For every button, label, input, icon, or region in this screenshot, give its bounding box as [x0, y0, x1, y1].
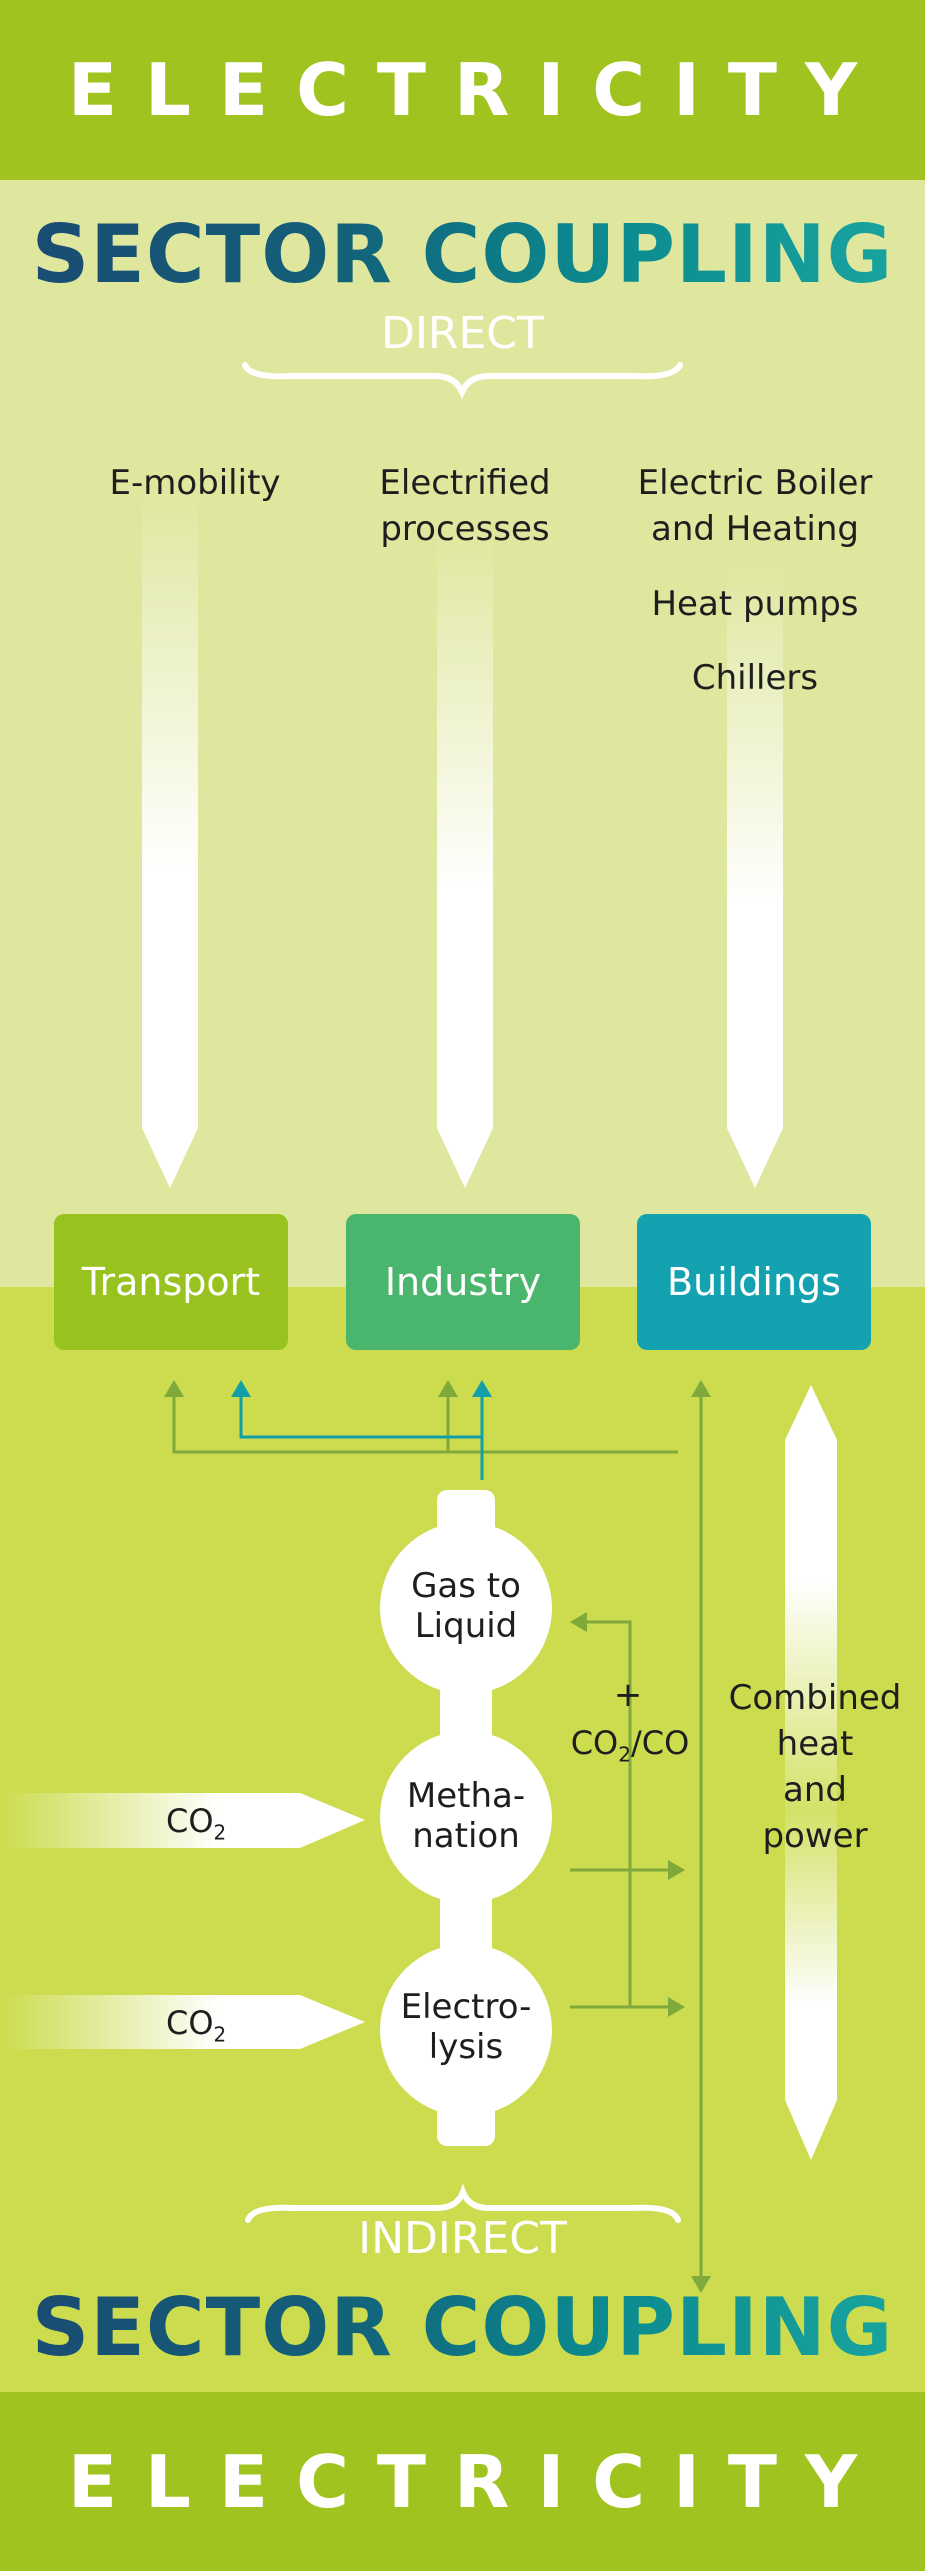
feeder-lines-teal: [239, 1395, 484, 1480]
recycle-co2-co-label: CO2/CO: [570, 1724, 690, 1767]
co2-input-arrow-upper: [0, 1793, 365, 1848]
sector-coupling-indirect-title: SECTOR COUPLING: [0, 2288, 925, 2368]
sector-coupling-direct-title: SECTOR COUPLING: [0, 215, 925, 295]
electrolysis-label-line2: lysis: [428, 2027, 504, 2067]
heat-pumps-label: Heat pumps: [651, 584, 859, 624]
electric-boiler-label-line2: and Heating: [650, 509, 859, 549]
chp-label-line3: and: [783, 1770, 847, 1810]
arrowhead-methanation-out: [668, 1860, 685, 1880]
recycle-loop: [570, 1620, 670, 2009]
industry-box: Industry: [346, 1214, 580, 1350]
transport-box: Transport: [54, 1214, 288, 1350]
arrowhead-transport-green: [164, 1380, 184, 1397]
gas-to-liquid-label-line2: Liquid: [414, 1606, 518, 1646]
buildings-box: Buildings: [637, 1214, 871, 1350]
electricity-header: ELECTRICITY: [0, 0, 925, 180]
emobility-label: E-mobility: [109, 463, 281, 503]
direct-brace: [242, 362, 683, 400]
industry-label: Industry: [384, 1260, 542, 1304]
chillers-label: Chillers: [691, 658, 819, 698]
co2-input-arrow-lower: [0, 1995, 365, 2049]
arrowhead-industry-green: [438, 1380, 458, 1397]
arrowhead-buildings-up: [691, 1380, 711, 1397]
electrolysis-label-line1: Electro-: [400, 1987, 532, 2027]
direct-label: DIRECT: [381, 308, 544, 359]
electricity-footer: ELECTRICITY: [0, 2392, 925, 2571]
arrowhead-electrolysis-out: [668, 1997, 685, 2017]
chp-label-line2: heat: [776, 1724, 854, 1764]
recycle-plus: +: [613, 1675, 643, 1715]
arrowhead-gtl-in: [570, 1612, 587, 1632]
arrowhead-indirect-down: [691, 2276, 711, 2293]
process-chain: [380, 1490, 552, 2146]
co2-input-label-upper: CO2: [166, 1802, 227, 1845]
methanation-label-line1: Metha-: [406, 1776, 526, 1816]
methanation-label-line2: nation: [412, 1816, 520, 1856]
indirect-label: INDIRECT: [358, 2213, 567, 2264]
chp-double-arrow: [785, 1385, 837, 2160]
arrowhead-industry-teal: [472, 1380, 492, 1397]
electrified-processes-label-line2: processes: [380, 509, 550, 549]
arrowhead-transport-teal: [231, 1380, 251, 1397]
buildings-label: Buildings: [667, 1260, 841, 1304]
buildings-direct-arrow: [727, 560, 783, 1188]
chp-label-line4: power: [762, 1816, 868, 1856]
transport-label: Transport: [81, 1260, 261, 1304]
chp-label-line1: Combined: [728, 1678, 902, 1718]
gas-to-liquid-label-line1: Gas to: [411, 1566, 521, 1606]
electrified-processes-arrow: [437, 530, 493, 1188]
emobility-arrow: [142, 485, 198, 1188]
indirect-brace: [245, 2183, 681, 2223]
feeder-lines-green: [172, 1395, 678, 1454]
co2-input-label-lower: CO2: [166, 2004, 227, 2047]
electrified-processes-label-line1: Electrified: [379, 463, 551, 503]
electric-boiler-label-line1: Electric Boiler: [637, 463, 873, 503]
